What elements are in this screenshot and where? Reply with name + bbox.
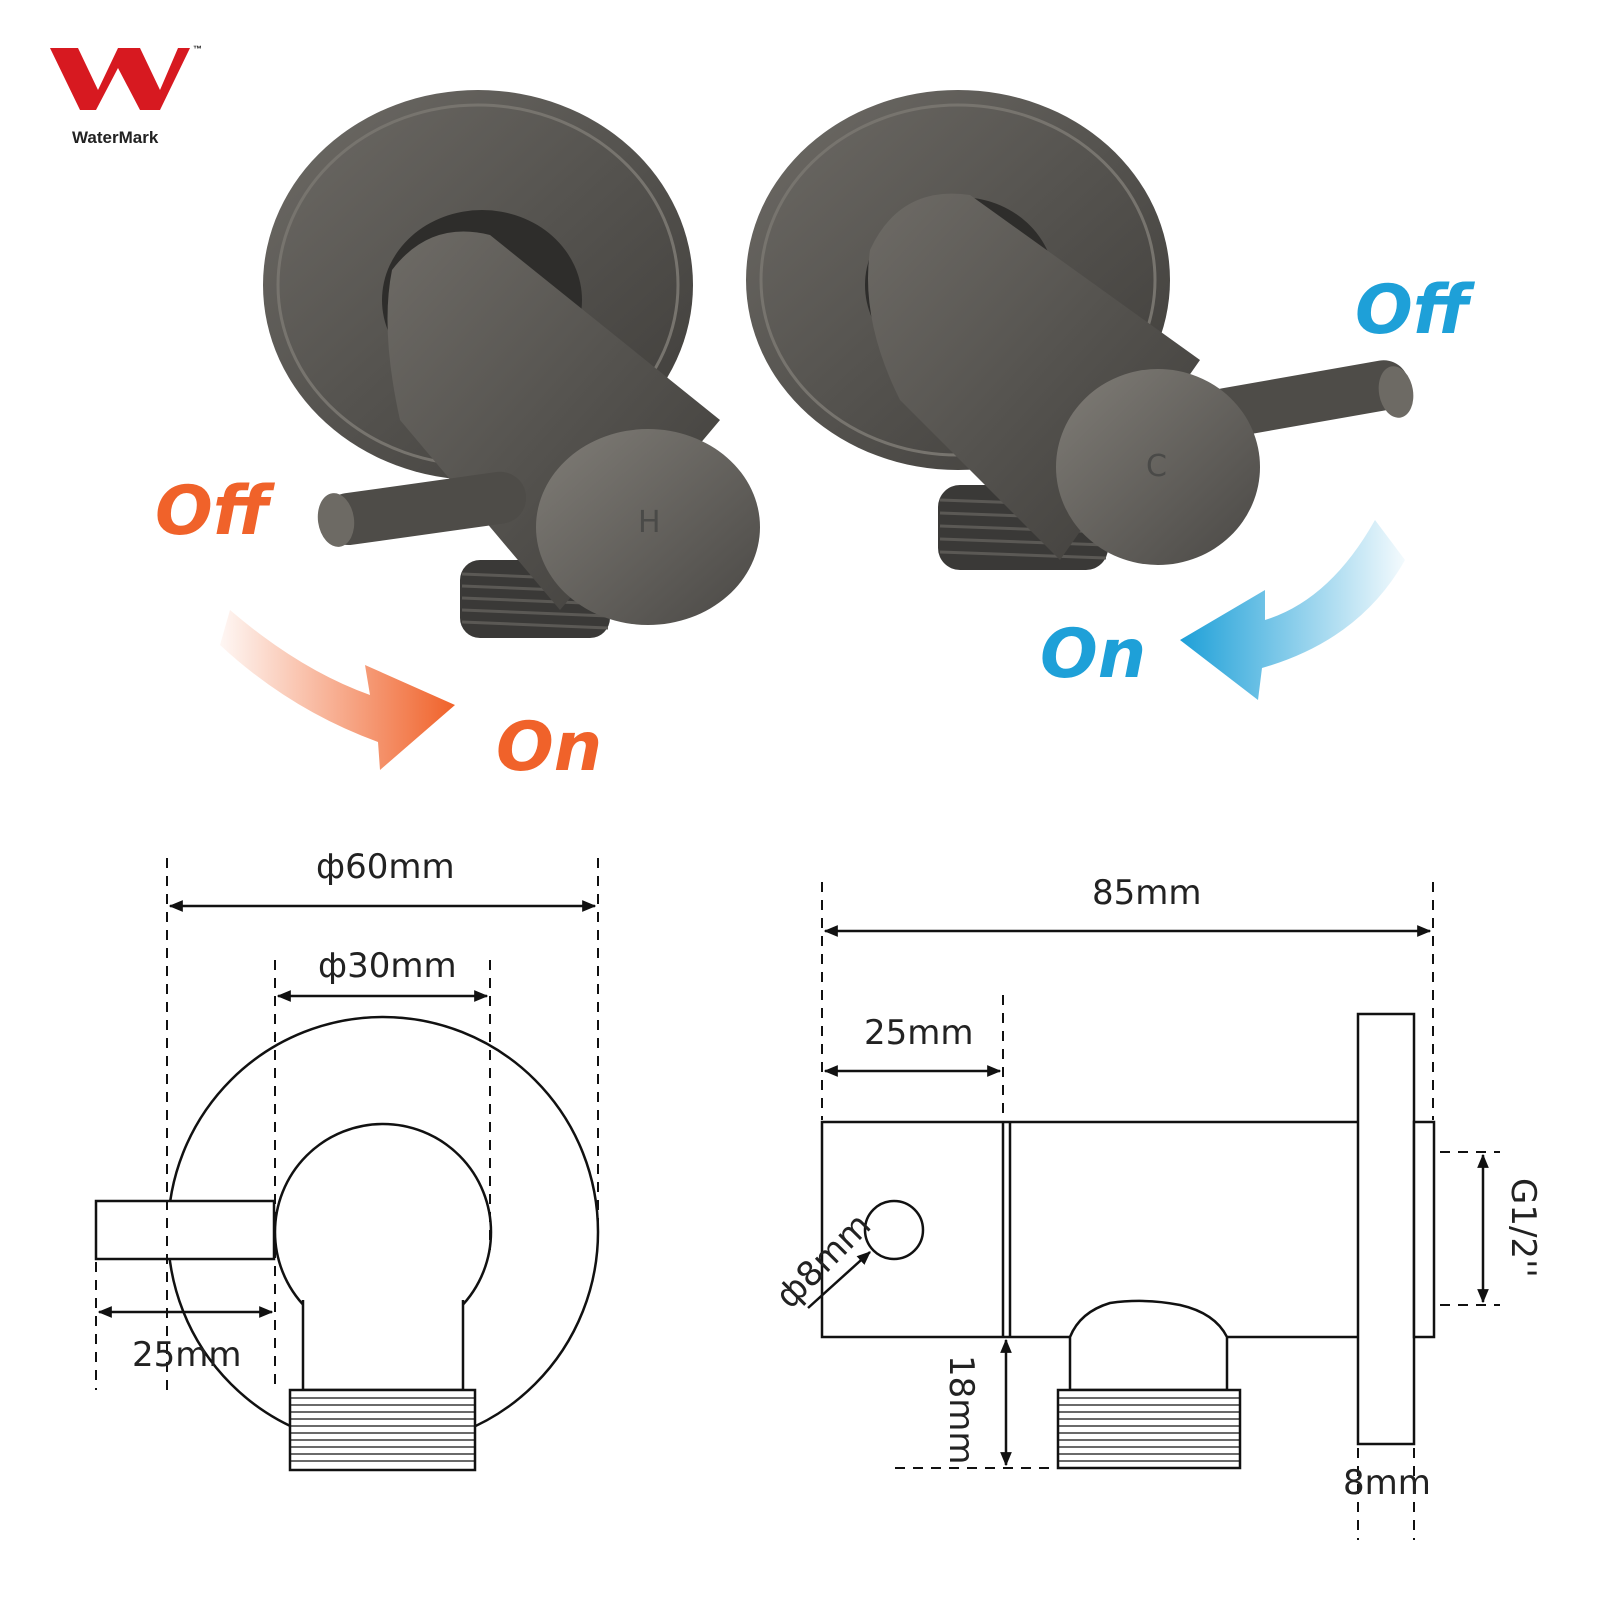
watermark-logo: ™ WaterMark [50,44,202,147]
side-thread-label: G1/2'' [1503,1178,1543,1278]
front-thread-outline [288,1388,477,1472]
front-body-diameter-label: ф30mm [318,946,457,986]
hot-lever-handle [317,471,527,547]
hot-turn-arrow-icon [220,610,455,770]
side-wall-plate-outline [1356,1012,1416,1446]
hot-marking: H [638,505,661,540]
watermark-w-icon [50,48,190,110]
side-handle-hole-outline [863,1199,925,1261]
cold-turn-arrow-icon [1180,520,1405,700]
side-thread-outline [1056,1388,1242,1470]
side-view-drawing [807,882,1500,1540]
side-plate-boss-outline [1412,1120,1436,1339]
cold-tap-image: C Off On [746,90,1476,700]
hot-on-label: On [496,708,602,787]
hot-off-label: Off [155,472,276,551]
cold-cap [1056,369,1260,565]
side-body-outline [820,1120,1361,1339]
front-plate-diameter-label: ф60mm [316,847,455,887]
side-outlet-outline [1068,1299,1229,1392]
watermark-text: WaterMark [72,128,159,147]
side-plate-thickness-label: 8mm [1343,1463,1431,1503]
watermark-tm: ™ [193,44,202,54]
front-view-drawing [94,858,600,1472]
side-total-length-label: 85mm [1092,873,1202,913]
side-handle-offset-label: 25mm [864,1013,974,1053]
side-handle-diameter-label: ф8mm [768,1205,879,1316]
cold-marking: C [1146,449,1167,484]
hot-cap [536,429,760,625]
hot-tap-image: H Off On [155,90,760,787]
side-handle-diameter-leader [807,1251,871,1309]
cold-lever-handle [1201,360,1414,439]
cold-off-label: Off [1355,271,1476,350]
cold-on-label: On [1040,615,1146,694]
side-outlet-height-label: 18mm [941,1355,981,1465]
front-handle-outline [94,1199,276,1261]
front-outlet-outline [301,1300,465,1392]
front-handle-length-label: 25mm [132,1335,242,1375]
